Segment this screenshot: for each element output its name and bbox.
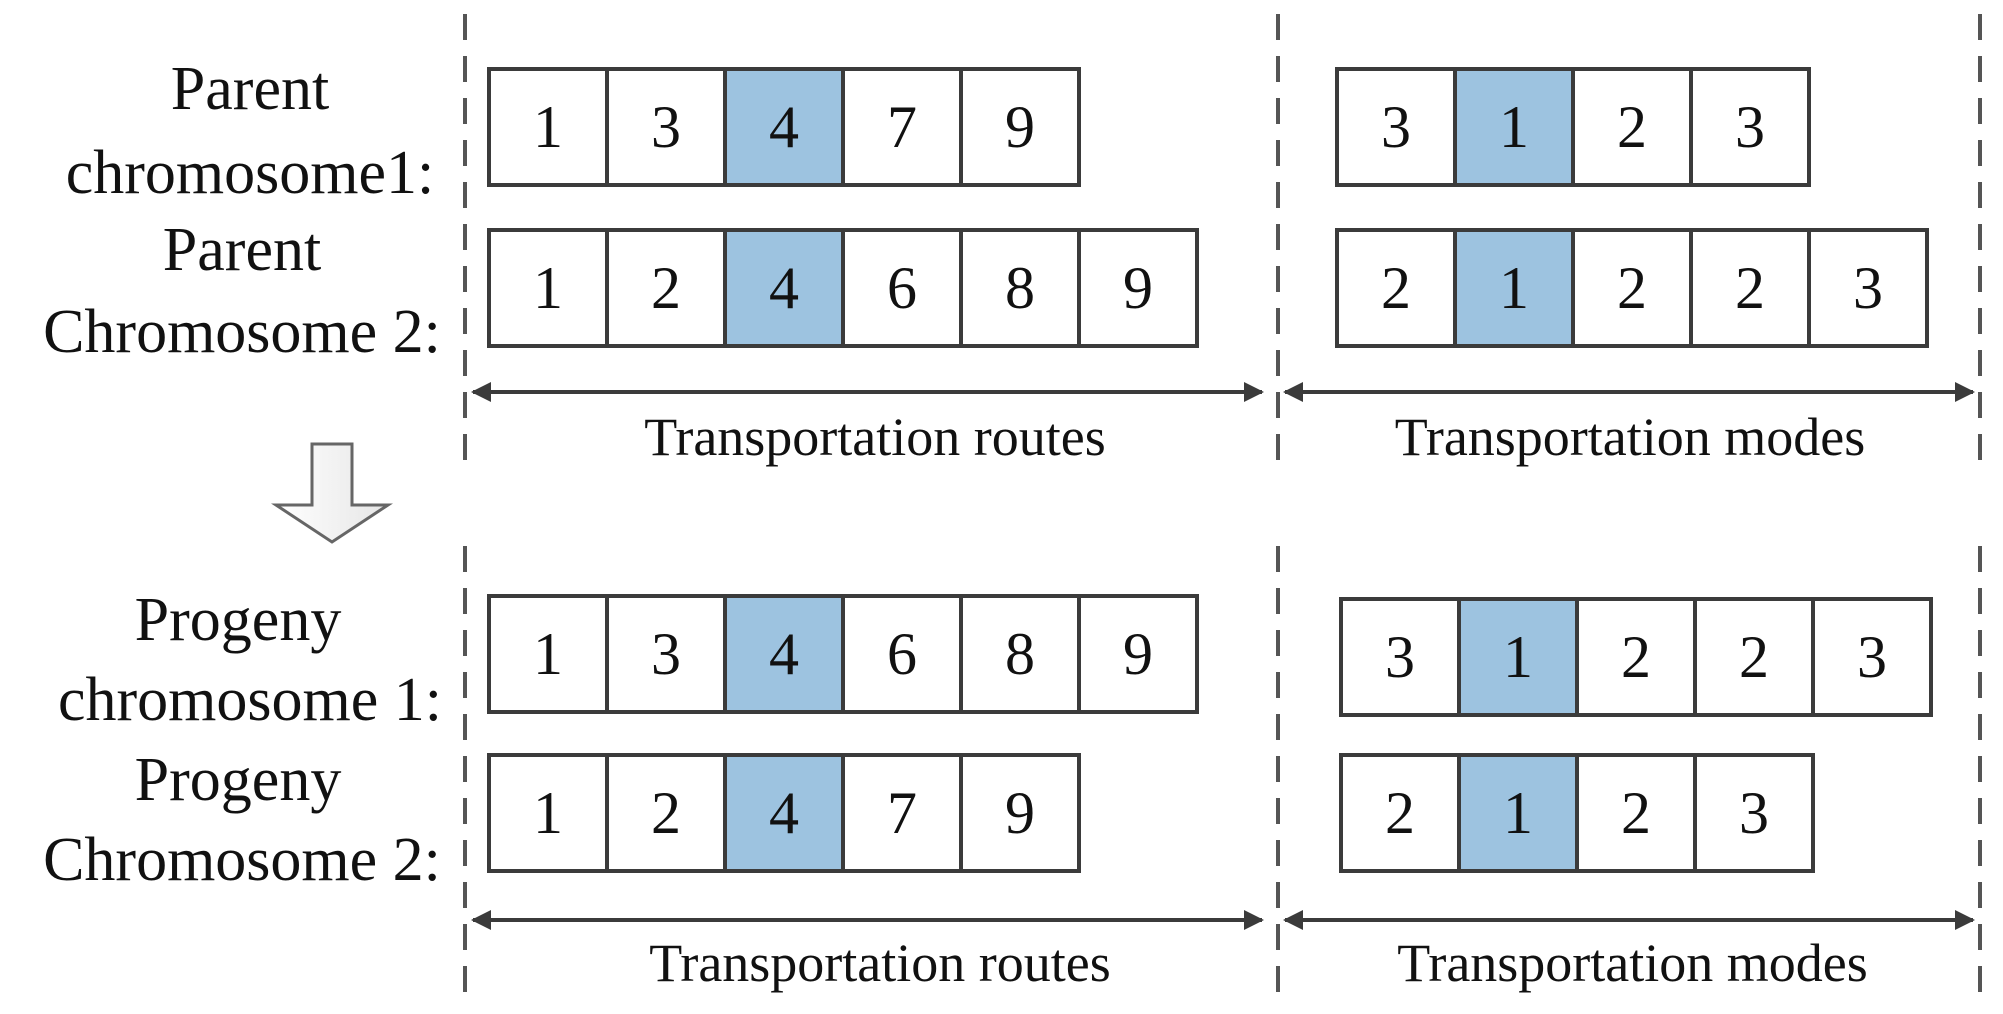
parent-chromosome2-routes-gene-cell: 4 xyxy=(723,228,845,348)
parent-chromosome1-routes-gene-cell: 1 xyxy=(487,67,609,187)
parent-chromosome1-modes-gene-cell: 1 xyxy=(1453,67,1575,187)
progeny-chromosome1-routes-gene-cell: 1 xyxy=(487,594,609,714)
progeny-chromosome1-label-line2: chromosome 1: xyxy=(58,666,442,734)
progeny-chromosome2-modes-gene-cell: 3 xyxy=(1693,753,1815,873)
parent-chromosome1-routes-gene-cell: 7 xyxy=(841,67,963,187)
parent-chromosome2-routes-gene-cell: 1 xyxy=(487,228,609,348)
parent-modes-caption: Transportation modes xyxy=(1394,407,1866,467)
progeny-routes-caption: Transportation routes xyxy=(649,933,1111,993)
progeny-chromosome2-routes-gene-cell: 9 xyxy=(959,753,1081,873)
progeny-chromosome2-modes-gene-cell: 2 xyxy=(1575,753,1697,873)
progeny-chromosome1-routes-gene-cell: 6 xyxy=(841,594,963,714)
down-arrow-icon xyxy=(271,442,393,544)
progeny-chromosome1-modes-gene-cell: 1 xyxy=(1457,597,1579,717)
parent-chromosome2-label-line2: Chromosome 2: xyxy=(43,298,441,366)
progeny-chromosome2-routes-gene-cell: 1 xyxy=(487,753,609,873)
progeny-chromosome1-modes-gene-cell: 2 xyxy=(1575,597,1697,717)
parent-chromosome2-routes-gene-cell: 9 xyxy=(1077,228,1199,348)
parent-routes-caption: Transportation routes xyxy=(644,407,1106,467)
parent-chromosome1-modes-gene-cell: 3 xyxy=(1689,67,1811,187)
progeny-chromosome2-routes-gene-cell: 7 xyxy=(841,753,963,873)
parent-chromosome1-label-line2: chromosome1: xyxy=(65,139,435,207)
progeny-chromosome1-modes-gene-cell: 3 xyxy=(1811,597,1933,717)
progeny-chromosome1-routes-gene-cell: 8 xyxy=(959,594,1081,714)
progeny-chromosome1-routes-gene-cell: 3 xyxy=(605,594,727,714)
parent-chromosome2-modes-gene-cell: 1 xyxy=(1453,228,1575,348)
progeny-chromosome1-modes-gene-cell: 3 xyxy=(1339,597,1461,717)
parent-chromosome2-label-line1: Parent xyxy=(162,216,322,284)
progeny-chromosome2-routes-gene-cell: 2 xyxy=(605,753,727,873)
parent-chromosome1-routes-gene-cell: 9 xyxy=(959,67,1081,187)
parent-chromosome2-modes-gene-cell: 2 xyxy=(1335,228,1457,348)
progeny-chromosome1-label-line1: Progeny xyxy=(134,586,342,654)
parent-chromosome2-modes-gene-cell: 3 xyxy=(1807,228,1929,348)
progeny-chromosome2-modes-gene-cell: 1 xyxy=(1457,753,1579,873)
parent-chromosome1-routes-gene-cell: 3 xyxy=(605,67,727,187)
progeny-chromosome2-label-line1: Progeny xyxy=(134,746,342,814)
parent-chromosome2-modes-gene-cell: 2 xyxy=(1571,228,1693,348)
progeny-chromosome1-modes-gene-cell: 2 xyxy=(1693,597,1815,717)
parent-chromosome1-label-line1: Parent xyxy=(170,55,330,123)
progeny-chromosome2-modes-gene-cell: 2 xyxy=(1339,753,1461,873)
parent-chromosome2-routes-gene-cell: 6 xyxy=(841,228,963,348)
parent-chromosome1-modes-gene-cell: 2 xyxy=(1571,67,1693,187)
parent-chromosome1-routes-gene-cell: 4 xyxy=(723,67,845,187)
progeny-chromosome1-routes-gene-cell: 9 xyxy=(1077,594,1199,714)
progeny-modes-caption: Transportation modes xyxy=(1397,933,1868,993)
progeny-chromosome1-routes-gene-cell: 4 xyxy=(723,594,845,714)
parent-chromosome1-modes-gene-cell: 3 xyxy=(1335,67,1457,187)
progeny-chromosome2-label-line2: Chromosome 2: xyxy=(43,826,441,894)
progeny-chromosome2-routes-gene-cell: 4 xyxy=(723,753,845,873)
parent-chromosome2-routes-gene-cell: 2 xyxy=(605,228,727,348)
parent-chromosome2-modes-gene-cell: 2 xyxy=(1689,228,1811,348)
parent-chromosome2-routes-gene-cell: 8 xyxy=(959,228,1081,348)
